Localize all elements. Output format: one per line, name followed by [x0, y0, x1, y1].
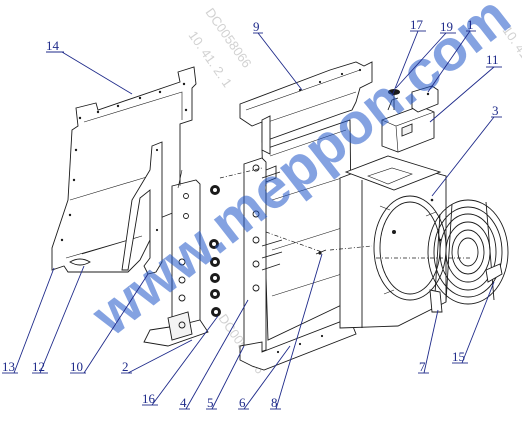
small-bolt: [315, 249, 327, 255]
callout-labels: 14 9 17 19 1 11 3 13 12 10 2 16 4 5 6 8 …: [2, 17, 502, 410]
radiator-core: [261, 115, 353, 341]
callout-6: 6: [239, 395, 246, 410]
callout-16: 16: [142, 391, 156, 406]
callout-15: 15: [452, 349, 465, 364]
callout-17: 17: [410, 17, 424, 32]
callout-7: 7: [419, 359, 426, 374]
callout-19: 19: [440, 19, 453, 34]
callout-14: 14: [46, 38, 60, 53]
callout-2: 2: [122, 359, 129, 374]
callout-10: 10: [70, 359, 83, 374]
callout-3: 3: [492, 103, 499, 118]
callout-8: 8: [271, 395, 278, 410]
side-frame-plate: [143, 169, 209, 347]
callout-1: 1: [467, 17, 474, 32]
fan-shroud: [339, 155, 447, 329]
vertical-bracket: [121, 141, 163, 275]
grommet-column: [209, 185, 221, 317]
callout-12: 12: [32, 359, 45, 374]
expansion-tank: [381, 105, 435, 153]
callout-9: 9: [253, 19, 260, 34]
fan-guard: [427, 199, 509, 313]
callout-5: 5: [207, 395, 214, 410]
leader-lines: [13, 30, 495, 410]
callout-4: 4: [180, 395, 187, 410]
callout-13: 13: [2, 359, 15, 374]
assembly-lines: [219, 167, 470, 259]
tank-hose: [387, 97, 399, 111]
bottom-frame: [239, 317, 357, 371]
callout-11: 11: [486, 52, 499, 67]
top-frame: [239, 61, 373, 143]
